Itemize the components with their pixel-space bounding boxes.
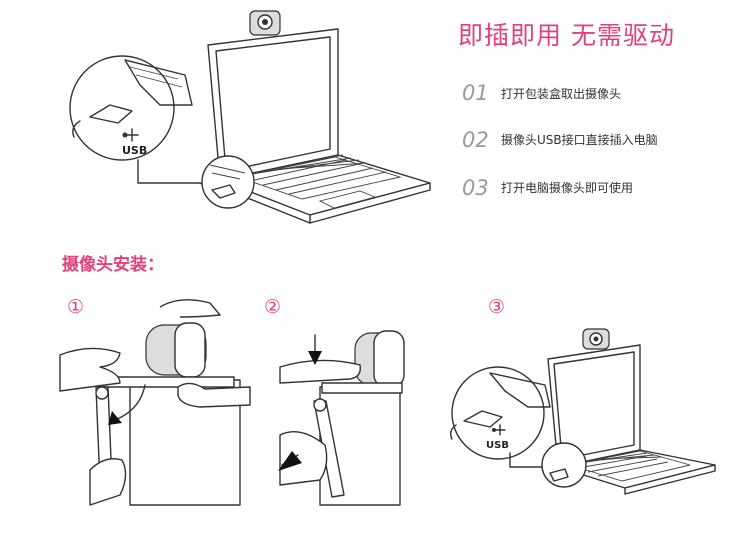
laptop-usb-illustration: USB bbox=[69, 10, 431, 224]
install-step-2-illustration bbox=[278, 330, 405, 506]
step-text: 打开包装盒取出摄像头 bbox=[501, 87, 622, 101]
step-number: 01 bbox=[462, 81, 489, 105]
step-number: 02 bbox=[462, 128, 489, 152]
install-step-1-illustration bbox=[59, 299, 251, 506]
webcam-icon bbox=[582, 328, 610, 350]
usb-label: USB bbox=[486, 440, 509, 451]
install-title: 摄像头安装： bbox=[62, 255, 164, 275]
step-text: 摄像头USB接口直接插入电脑 bbox=[501, 133, 658, 147]
usb-symbol-icon bbox=[492, 424, 506, 436]
install-step-3-illustration: USB bbox=[449, 328, 716, 495]
step-number: 03 bbox=[462, 176, 489, 200]
install-step-3-label: ③ bbox=[488, 296, 506, 318]
webcam-icon bbox=[249, 10, 281, 36]
install-step-2-label: ② bbox=[264, 296, 282, 318]
install-step-1-label: ① bbox=[67, 296, 85, 318]
usb-label: USB bbox=[122, 144, 147, 157]
usb-symbol-icon bbox=[122, 128, 139, 142]
headline: 即插即用 无需驱动 bbox=[458, 21, 675, 50]
step-text: 打开电脑摄像头即可使用 bbox=[501, 181, 634, 195]
